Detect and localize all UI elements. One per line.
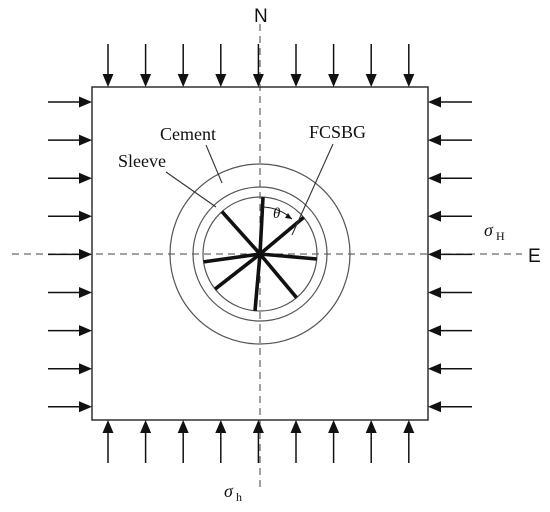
theta-arrow-icon: [285, 213, 292, 219]
top-arrow-8: [365, 44, 377, 87]
gauge-segment-7: [203, 252, 261, 264]
north-label: N: [254, 6, 268, 27]
fcsbg-leader: [291, 143, 334, 236]
sigma-h-label: σ h: [224, 481, 242, 504]
top-arrow-4: [215, 44, 227, 87]
top-arrow-6: [290, 44, 302, 87]
left-arrow-3: [48, 172, 92, 184]
right-arrow-5: [428, 248, 472, 260]
left-load-arrows: [48, 96, 92, 413]
bottom-arrow-3: [177, 420, 189, 463]
gauge-segment-3: [259, 252, 317, 261]
top-arrow-7: [328, 44, 340, 87]
top-arrow-3: [177, 44, 189, 87]
right-arrow-8: [428, 363, 472, 375]
gauge-segment-1: [258, 197, 265, 255]
bottom-arrow-9: [403, 420, 415, 463]
sleeve-inner-ring: [202, 196, 318, 312]
bottom-arrow-6: [290, 420, 302, 463]
gauge-segment-6: [213, 252, 262, 291]
left-arrow-4: [48, 210, 92, 222]
gauge-segment-8: [220, 210, 262, 256]
right-load-arrows: [428, 96, 472, 413]
sigma-H-label: σ H: [484, 220, 505, 243]
right-arrow-1: [428, 96, 472, 108]
right-arrow-3: [428, 172, 472, 184]
sleeve-label: Sleeve: [118, 151, 166, 171]
sleeve-ring: [192, 186, 328, 322]
bottom-arrow-8: [365, 420, 377, 463]
top-arrow-2: [140, 44, 152, 87]
top-arrow-9: [403, 44, 415, 87]
bottom-arrow-4: [215, 420, 227, 463]
left-arrow-9: [48, 401, 92, 413]
top-arrow-5: [252, 44, 264, 87]
left-arrow-6: [48, 287, 92, 298]
left-arrow-5: [48, 248, 92, 260]
cement-ring: [169, 163, 351, 345]
sigma-h-subscript: h: [236, 490, 242, 504]
bottom-load-arrows: [102, 420, 415, 463]
right-arrow-9: [428, 401, 472, 413]
cement-leader: [205, 144, 223, 184]
bottom-arrow-7: [328, 420, 340, 463]
left-arrow-2: [48, 134, 92, 146]
bottom-arrow-5: [252, 420, 264, 463]
sigma-H-symbol: σ: [484, 220, 494, 240]
gauge-segment-2: [258, 216, 305, 256]
bottom-arrow-1: [102, 420, 114, 463]
left-arrow-8: [48, 363, 92, 375]
right-arrow-2: [428, 134, 472, 146]
left-arrow-7: [48, 325, 92, 337]
right-arrow-4: [428, 210, 472, 222]
cement-label: Cement: [160, 124, 216, 144]
rock-block: [91, 86, 429, 421]
bottom-arrow-2: [140, 420, 152, 463]
sigma-H-subscript: H: [496, 229, 505, 243]
top-load-arrows: [102, 44, 415, 87]
sleeve-leader: [165, 171, 217, 208]
right-arrow-7: [428, 325, 472, 337]
top-arrow-1: [102, 44, 114, 87]
fcsbg-label: FCSBG: [309, 122, 366, 142]
gauge-segment-5: [253, 253, 262, 311]
east-label: E: [528, 246, 541, 267]
left-arrow-1: [48, 96, 92, 108]
gauge-segment-4: [258, 252, 298, 299]
sigma-h-symbol: σ: [224, 481, 234, 501]
fcsbg-gauges: [203, 197, 317, 311]
right-arrow-6: [428, 287, 472, 298]
theta-label: θ: [273, 206, 281, 222]
